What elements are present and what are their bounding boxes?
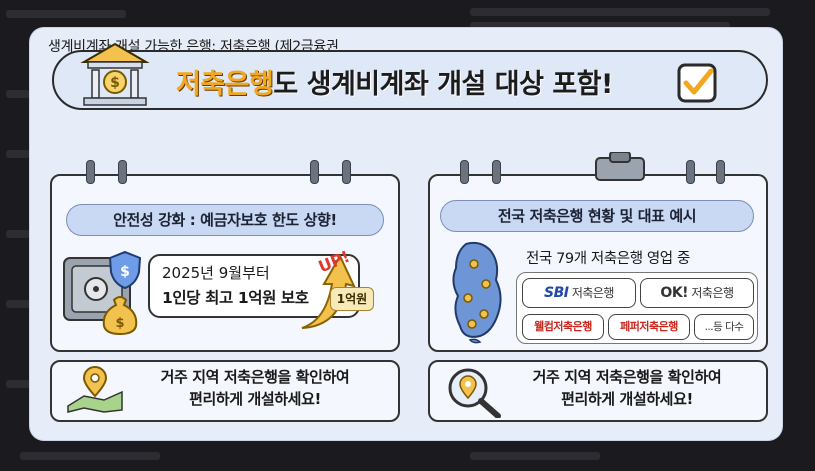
banner-rest: 도 생계비계좌 개설 대상 포함! — [273, 69, 613, 100]
shield-dollar-icon: $ — [108, 250, 142, 290]
svg-text:$: $ — [115, 316, 124, 331]
banner — [52, 50, 768, 110]
svg-text:$: $ — [110, 75, 120, 91]
ok-name: 저축은행 — [691, 286, 734, 300]
more-banks-chip: ...등 다수 — [694, 314, 754, 340]
right-note-line2: 편리하게 개설하세요! — [561, 390, 693, 408]
up-arrow-icon — [301, 253, 356, 329]
welcome-bank-chip: 웰컴저축은행 — [522, 314, 604, 340]
sbi-logo: SBI — [544, 285, 569, 301]
banner-headline: 저축은행도 생계비계좌 개설 대상 포함! — [176, 62, 613, 101]
right-note-text: 거주 지역 저축은행을 확인하여 편리하게 개설하세요! — [502, 366, 752, 410]
sbi-name: 저축은행 — [571, 286, 615, 300]
amount-tag: 1억원 — [330, 287, 374, 311]
sbi-bank-chip: SBI 저축은행 — [522, 278, 636, 308]
protection-amount: 1인당 최고 1억원 보호 — [162, 289, 309, 307]
effective-date: 2025년 9월부터 — [162, 264, 270, 282]
right-panel-heading: 전국 저축은행 현황 및 대표 예시 — [440, 200, 754, 232]
checkbox-check-icon — [677, 63, 717, 103]
pepper-bank-chip: 페퍼저축은행 — [608, 314, 690, 340]
banner-highlight: 저축은행 — [176, 69, 274, 100]
bank-count-text: 전국 79개 저축은행 영업 중 — [526, 251, 690, 267]
money-bag-icon: $ — [102, 296, 138, 336]
left-panel-heading: 안전성 강화 : 예금자보호 한도 상향! — [66, 204, 384, 236]
right-note-line1: 거주 지역 저축은행을 확인하여 — [532, 368, 722, 386]
clip-icon — [595, 152, 645, 181]
left-note-line1: 거주 지역 저축은행을 확인하여 — [160, 368, 350, 386]
bank-building-icon: $ — [80, 42, 150, 106]
ok-bank-chip: OK! 저축은행 — [640, 278, 754, 308]
korea-map-icon — [452, 241, 502, 344]
ok-logo: OK! — [660, 285, 689, 301]
map-pin-icon — [67, 366, 123, 413]
magnifier-pin-icon — [448, 368, 501, 418]
left-note-line2: 편리하게 개설하세요! — [189, 390, 321, 408]
svg-text:$: $ — [120, 264, 130, 280]
left-note-text: 거주 지역 저축은행을 확인하여 편리하게 개설하세요! — [130, 366, 380, 410]
